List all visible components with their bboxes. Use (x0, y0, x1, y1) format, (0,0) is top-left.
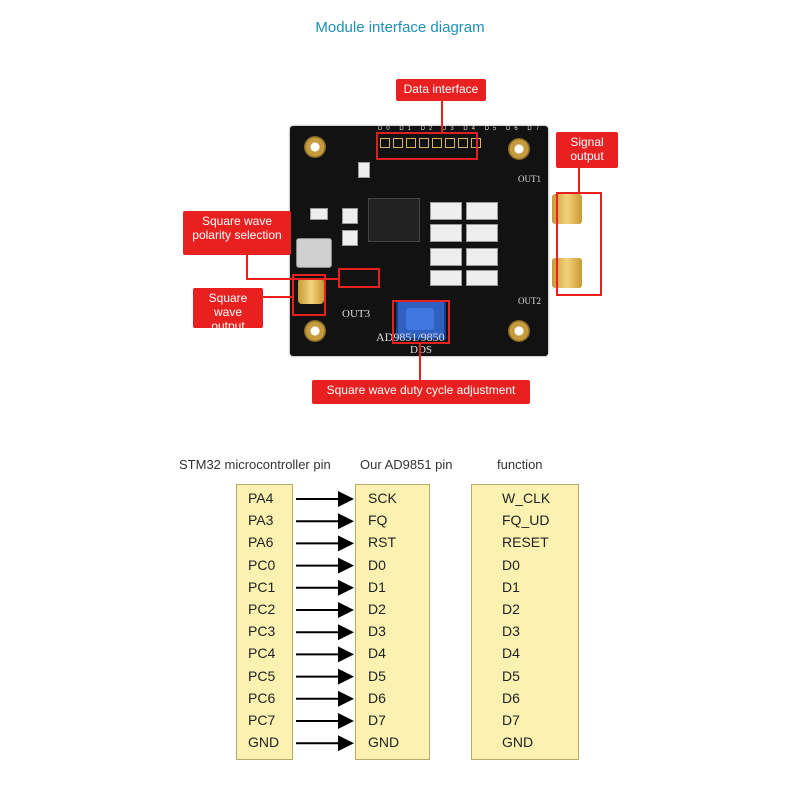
stm32-pin-cell: PC6 (248, 689, 276, 706)
function-cell: D4 (502, 645, 520, 662)
crystal-oscillator (296, 238, 332, 268)
function-cell: D5 (502, 667, 520, 684)
function-column-header: function (497, 457, 543, 472)
dds-chip (368, 198, 420, 242)
function-cell: FQ_UD (502, 512, 550, 529)
function-cell: W_CLK (502, 490, 551, 506)
silk-out3: OUT3 (342, 308, 371, 320)
function-column (471, 484, 579, 760)
square-wave-connector (298, 278, 324, 304)
data-interface-highlight (376, 132, 478, 160)
diagram-title: Module interface diagram (315, 19, 485, 36)
callout-line-polarity-v (246, 252, 248, 280)
silk-out1: OUT1 (518, 174, 541, 184)
ad9851-pin-cell: D4 (368, 645, 386, 662)
function-cell: GND (502, 734, 534, 751)
ad9851-pin-cell: D7 (368, 712, 386, 728)
square-output-label: Square wave output (193, 288, 263, 333)
ad9851-pin-cell: SCK (368, 490, 397, 506)
callout-line-polarity-h (246, 278, 340, 280)
function-cell: D6 (502, 689, 520, 706)
callout-line-signal (578, 166, 580, 194)
ad9851-pin-cell: D1 (368, 578, 386, 595)
ad9851-column-header: Our AD9851 pin (360, 457, 453, 472)
stm32-pin-cell: PC1 (248, 578, 276, 595)
stm32-pin-column (236, 484, 293, 760)
stm32-pin-cell: PA4 (248, 490, 274, 506)
ad9851-pin-cell: D6 (368, 689, 386, 706)
function-cell: D0 (502, 556, 520, 573)
ad9851-pin-cell: RST (368, 534, 396, 551)
mounting-hole-bottom-left (304, 320, 326, 342)
stm32-pin-cell: PC3 (248, 623, 276, 640)
function-cell: D1 (502, 578, 520, 595)
callout-line-square (262, 296, 294, 298)
callout-line-data (441, 98, 443, 132)
stm32-pin-cell: GND (248, 734, 280, 751)
ad9851-pin-cell: D5 (368, 667, 386, 684)
square-output-highlight (292, 274, 326, 316)
square-polarity-label: Square wave polarity selection (183, 211, 291, 255)
stm32-pin-cell: PC0 (248, 556, 276, 573)
data-interface-label: Data interface (396, 79, 486, 101)
stm32-pin-cell: PC5 (248, 667, 276, 684)
silk-out2: OUT2 (518, 296, 541, 306)
duty-cycle-highlight (392, 300, 450, 344)
stm32-pin-cell: PA6 (248, 534, 274, 551)
function-cell: D7 (502, 712, 520, 728)
silk-dds: DDS (410, 344, 433, 356)
duty-cycle-potentiometer (396, 300, 446, 340)
signal-output-label: Signal output (556, 132, 618, 168)
ad9851-pin-column (355, 484, 430, 760)
ad9851-pin-cell: D2 (368, 601, 386, 617)
function-cell: D3 (502, 623, 520, 640)
callout-line-duty (419, 344, 421, 382)
stm32-column-header: STM32 microcontroller pin (179, 457, 331, 472)
header-pin-labels: D0 D1 D2 D3 D4 D5 D6 D7 (378, 126, 544, 132)
ad9851-pin-cell: D3 (368, 623, 386, 640)
ad9851-pin-cell: GND (368, 734, 400, 751)
duty-cycle-label: Square wave duty cycle adjustment (312, 380, 530, 404)
mounting-hole-bottom-right (508, 320, 530, 342)
stm32-pin-cell: PC4 (248, 645, 276, 662)
stm32-pin-cell: PA3 (248, 512, 274, 529)
mounting-hole-top-left (304, 136, 326, 158)
stm32-pin-cell: PC2 (248, 601, 276, 617)
ad9851-pin-cell: FQ (368, 512, 388, 529)
ad9851-pin-cell: D0 (368, 556, 386, 573)
stm32-pin-cell: PC7 (248, 712, 276, 728)
function-cell: D2 (502, 601, 520, 617)
mounting-hole-top-right (508, 138, 530, 160)
function-cell: RESET (502, 534, 549, 551)
